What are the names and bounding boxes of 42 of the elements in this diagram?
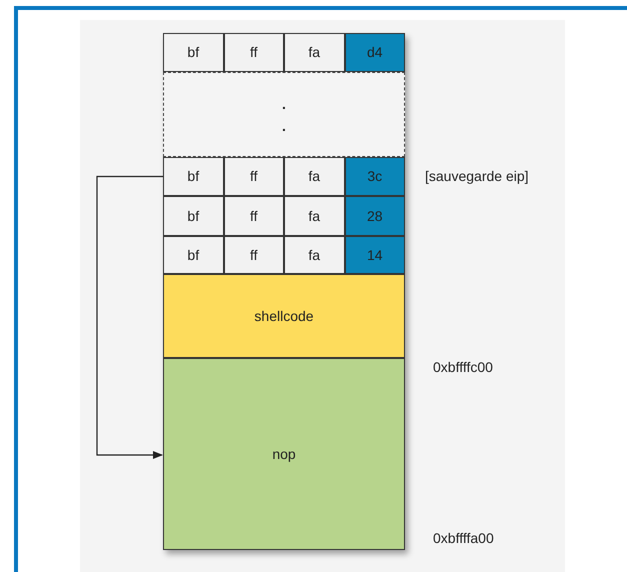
address-label: 0xbffffc00	[433, 358, 493, 377]
ellipsis-box	[163, 72, 405, 157]
byte-cell	[163, 196, 224, 236]
cell-text: fa	[308, 43, 320, 62]
cell-text: bf	[187, 167, 200, 186]
byte-cell	[163, 236, 224, 274]
byte-cell	[163, 33, 224, 72]
nop-block	[163, 358, 405, 550]
cell-text: shellcode	[254, 306, 314, 326]
arrow	[96, 176, 163, 459]
cell-text: ff	[250, 167, 258, 186]
byte-cell	[224, 236, 284, 274]
byte-cell	[344, 236, 405, 274]
cell-text: ff	[250, 43, 258, 62]
cell-text: bf	[187, 43, 200, 62]
ellipsis-dots: . .	[281, 94, 287, 136]
byte-cell	[163, 157, 224, 196]
cell-text: fa	[308, 246, 320, 264]
cell-text: 3c	[367, 167, 382, 186]
cell-text: bf	[187, 246, 200, 264]
shellcode-block	[163, 274, 405, 358]
byte-cell	[284, 33, 344, 72]
address-label: 0xbffffa00	[433, 529, 494, 548]
cell-text: fa	[308, 167, 320, 186]
cell-text: bf	[187, 206, 200, 226]
byte-cell	[284, 157, 344, 196]
cell-text: fa	[308, 206, 320, 226]
byte-cell	[284, 236, 344, 274]
byte-cell	[224, 33, 284, 72]
cell-text: ff	[250, 246, 258, 264]
byte-cell	[344, 157, 405, 196]
byte-cell	[224, 157, 284, 196]
cell-text: nop	[272, 444, 296, 464]
byte-cell	[344, 33, 405, 72]
byte-cell	[344, 196, 405, 236]
cell-text: d4	[366, 43, 383, 62]
cell-text: ff	[250, 206, 258, 226]
cell-text: 14	[366, 246, 383, 264]
cell-text: 28	[366, 206, 383, 226]
byte-cell	[284, 196, 344, 236]
byte-cell	[224, 196, 284, 236]
saved-eip-label: [sauvegarde eip]	[425, 167, 529, 186]
